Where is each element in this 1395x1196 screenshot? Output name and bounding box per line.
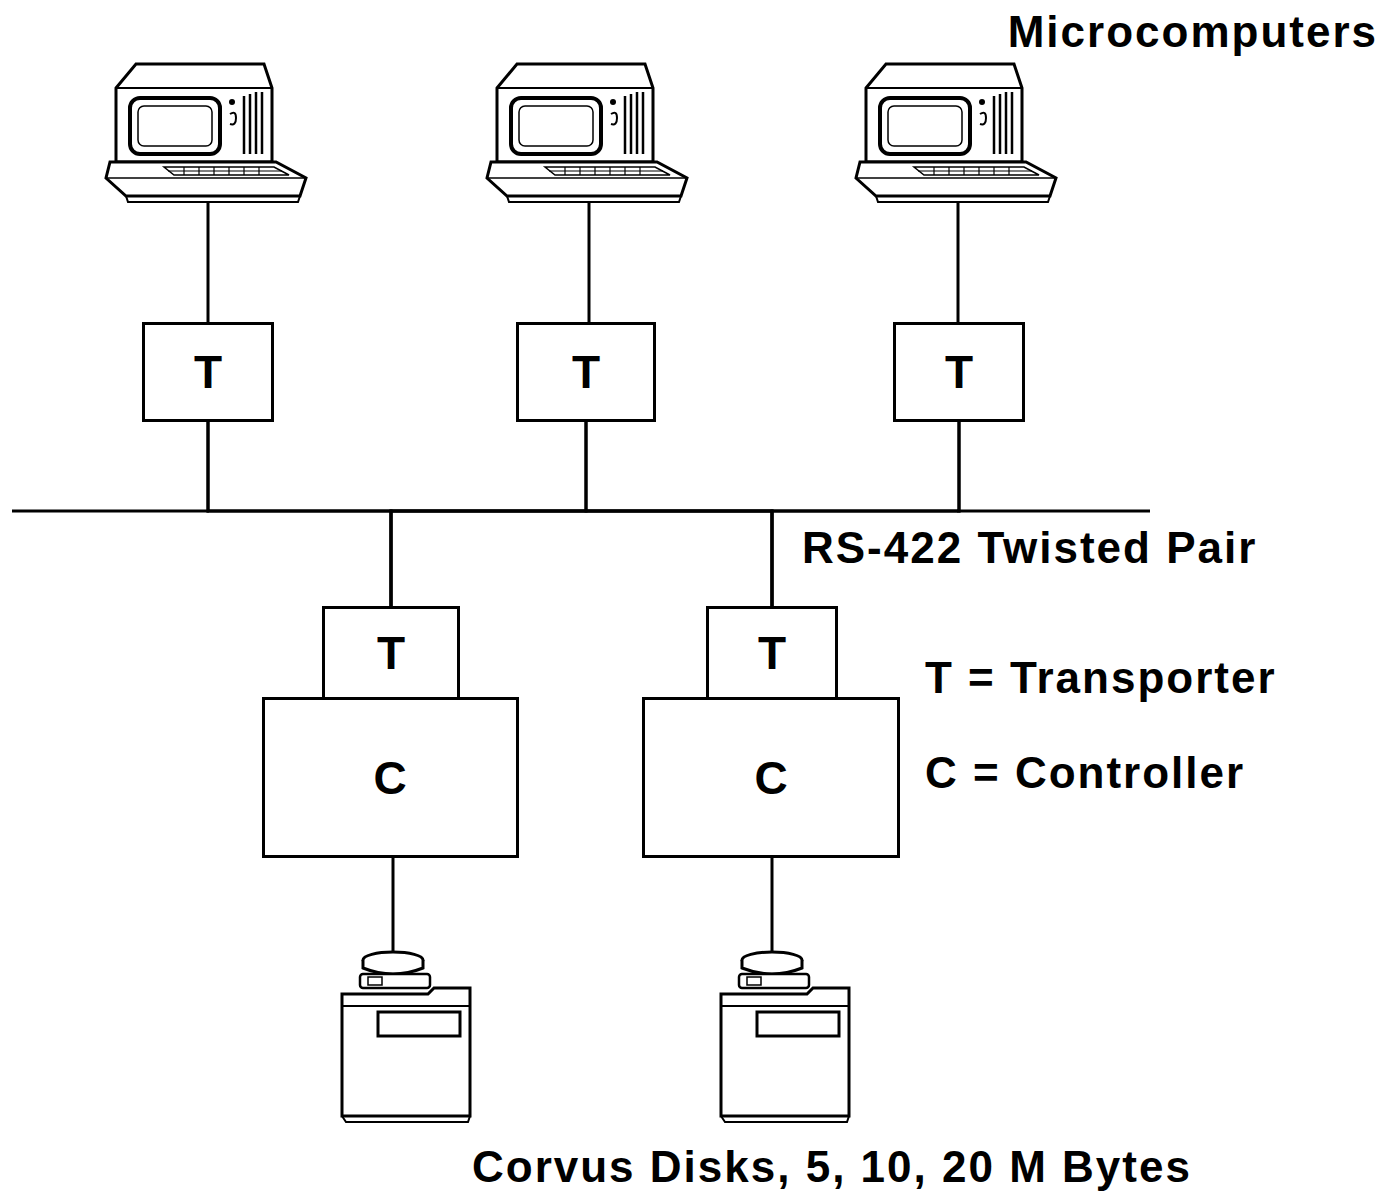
controller-box: C (262, 697, 519, 858)
figure-label: Microcomputers (1008, 8, 1378, 56)
controller-box: C (642, 697, 900, 858)
box-letter: T (758, 630, 786, 676)
bus-connector (391, 422, 959, 606)
box-letter: T (572, 349, 600, 395)
microcomputer-icon (856, 64, 1056, 202)
transporter-box: T (516, 322, 656, 422)
bus-connector (208, 422, 391, 606)
box-letter: T (377, 630, 405, 676)
box-letter: C (754, 755, 787, 801)
corvus-disk-icon (342, 952, 470, 1122)
transporter-box: T (322, 606, 460, 700)
box-letter: T (945, 349, 973, 395)
transporter-box: T (893, 322, 1025, 422)
transporter-box: T (706, 606, 838, 700)
key-label: C = Controller (925, 749, 1245, 797)
disk-cable (393, 858, 772, 954)
bus-connector (208, 422, 772, 606)
corvus-disk-icon (721, 952, 849, 1122)
bus-connector (391, 422, 586, 606)
transporter-box: T (142, 322, 274, 422)
bus-connector (772, 422, 959, 606)
cable-label: RS-422 Twisted Pair (802, 524, 1257, 572)
computer-cable (208, 202, 958, 322)
microcomputer-icon (487, 64, 687, 202)
box-letter: T (194, 349, 222, 395)
figure-label: Corvus Disks, 5, 10, 20 M Bytes (472, 1143, 1192, 1191)
box-letter: C (373, 755, 406, 801)
microcomputer-icon (106, 64, 306, 202)
bus-connector (586, 422, 772, 606)
key-label: T = Transporter (925, 654, 1277, 702)
